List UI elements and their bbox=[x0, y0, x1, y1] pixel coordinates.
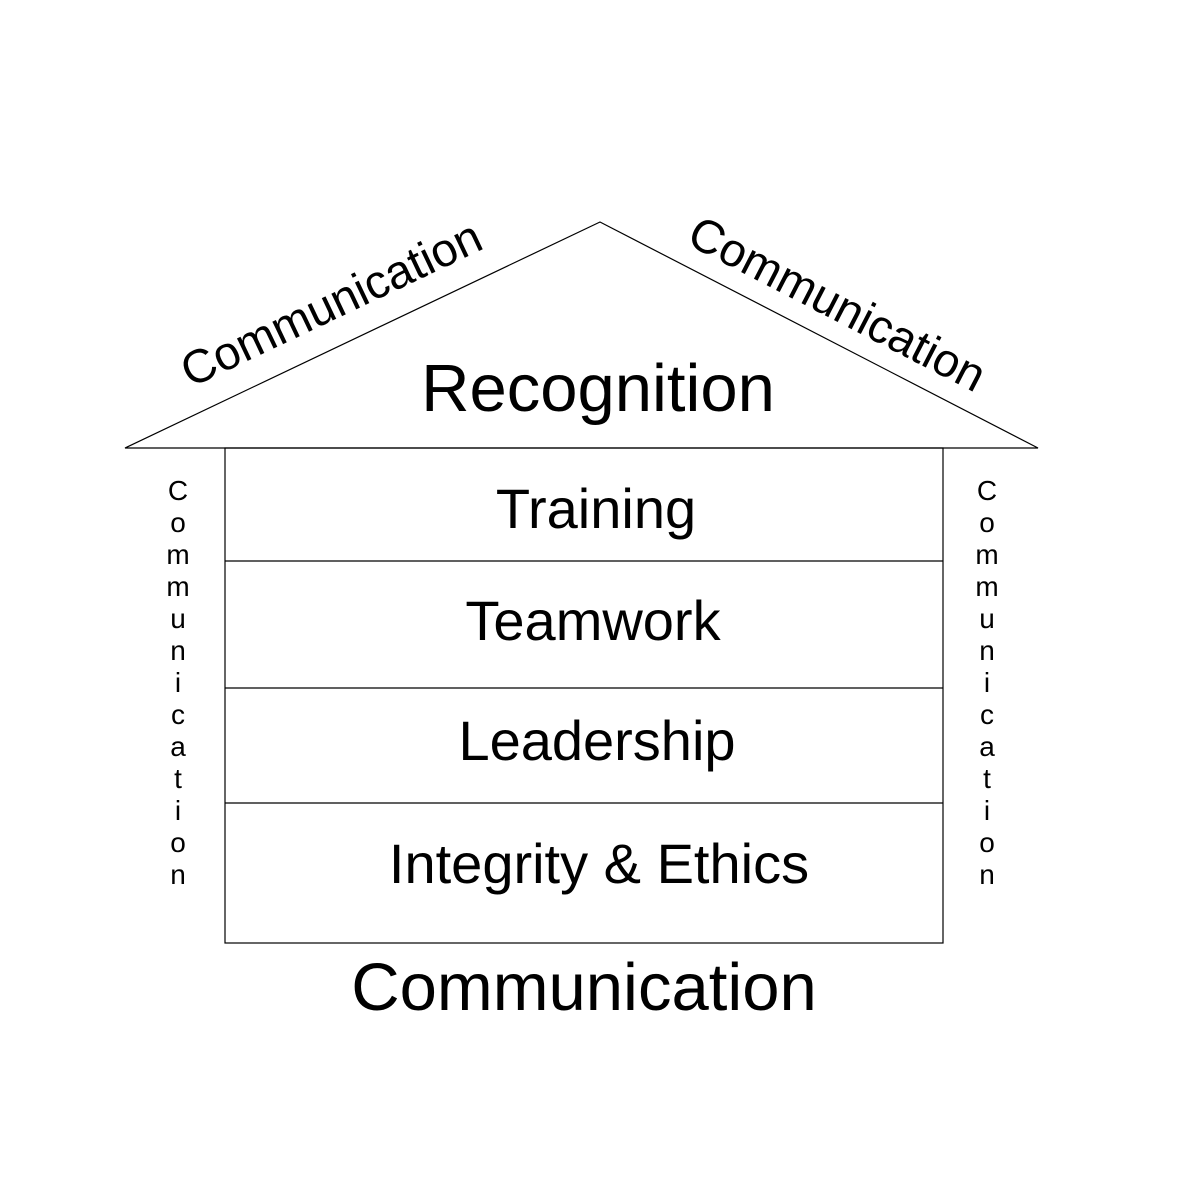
floor-label-teamwork: Teamwork bbox=[465, 589, 721, 652]
house-body bbox=[224, 447, 944, 944]
floor-label-leadership: Leadership bbox=[458, 709, 735, 772]
roof-title: Recognition bbox=[421, 351, 775, 426]
floor-label-integrity-ethics: Integrity & Ethics bbox=[389, 832, 809, 895]
floor-label-training: Training bbox=[496, 477, 696, 540]
foundation-label: Communication bbox=[351, 950, 816, 1025]
